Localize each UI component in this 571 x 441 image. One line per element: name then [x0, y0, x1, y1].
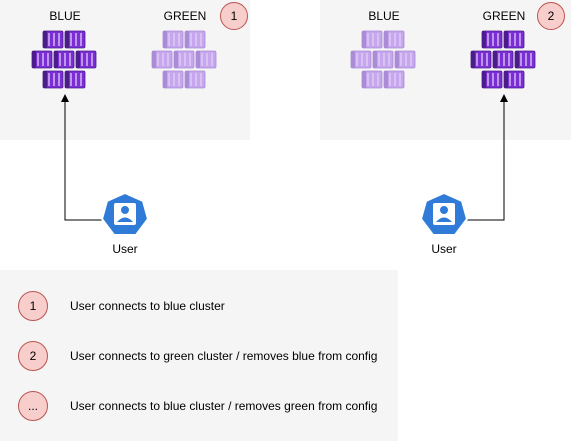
container-icon	[514, 50, 536, 69]
blue-cluster-label: BLUE	[49, 9, 81, 23]
scenario-panel-2	[320, 0, 571, 140]
container-icon	[151, 50, 173, 69]
container-icon	[350, 50, 372, 69]
blue-cluster-label: BLUE	[368, 9, 400, 23]
container-icon	[184, 70, 206, 89]
container-icon	[503, 30, 525, 49]
container-icon	[64, 30, 86, 49]
container-icon	[383, 70, 405, 89]
container-icon	[42, 70, 64, 89]
user-icon	[419, 191, 469, 243]
container-icon	[372, 50, 394, 69]
scenario-panel-1	[0, 0, 250, 140]
container-icon	[31, 50, 53, 69]
arrow-user1-to-blue	[61, 94, 103, 221]
container-icon	[162, 70, 184, 89]
green-cluster-icon	[150, 30, 220, 95]
container-icon	[64, 70, 86, 89]
container-icon	[394, 50, 416, 69]
legend-marker-1: 1	[18, 291, 48, 321]
container-icon	[53, 50, 75, 69]
arrow-user2-to-green	[467, 94, 508, 221]
container-icon	[42, 30, 64, 49]
legend-text-1: User connects to blue cluster	[70, 299, 225, 313]
container-icon	[75, 50, 97, 69]
step-badge-2: 2	[537, 2, 565, 30]
container-icon	[503, 70, 525, 89]
green-cluster-icon	[469, 30, 539, 95]
green-cluster-label: GREEN	[163, 9, 207, 23]
container-icon	[361, 70, 383, 89]
legend-text-2: User connects to green cluster / removes…	[70, 349, 378, 363]
step-badge-1: 1	[220, 2, 248, 30]
blue-cluster-icon	[30, 30, 100, 95]
container-icon	[173, 50, 195, 69]
container-icon	[184, 30, 206, 49]
container-icon	[470, 50, 492, 69]
legend-marker-2: 2	[18, 341, 48, 371]
user-label: User	[112, 242, 138, 256]
container-icon	[383, 30, 405, 49]
container-icon	[195, 50, 217, 69]
container-icon	[481, 70, 503, 89]
container-icon	[162, 30, 184, 49]
legend-panel	[0, 270, 398, 441]
container-icon	[361, 30, 383, 49]
blue-cluster-icon	[349, 30, 419, 95]
user-icon	[100, 191, 150, 243]
container-icon	[492, 50, 514, 69]
legend-marker-3: ...	[18, 391, 48, 421]
green-cluster-label: GREEN	[482, 9, 526, 23]
container-icon	[481, 30, 503, 49]
user-label: User	[431, 242, 457, 256]
legend-text-3: User connects to blue cluster / removes …	[70, 399, 378, 413]
